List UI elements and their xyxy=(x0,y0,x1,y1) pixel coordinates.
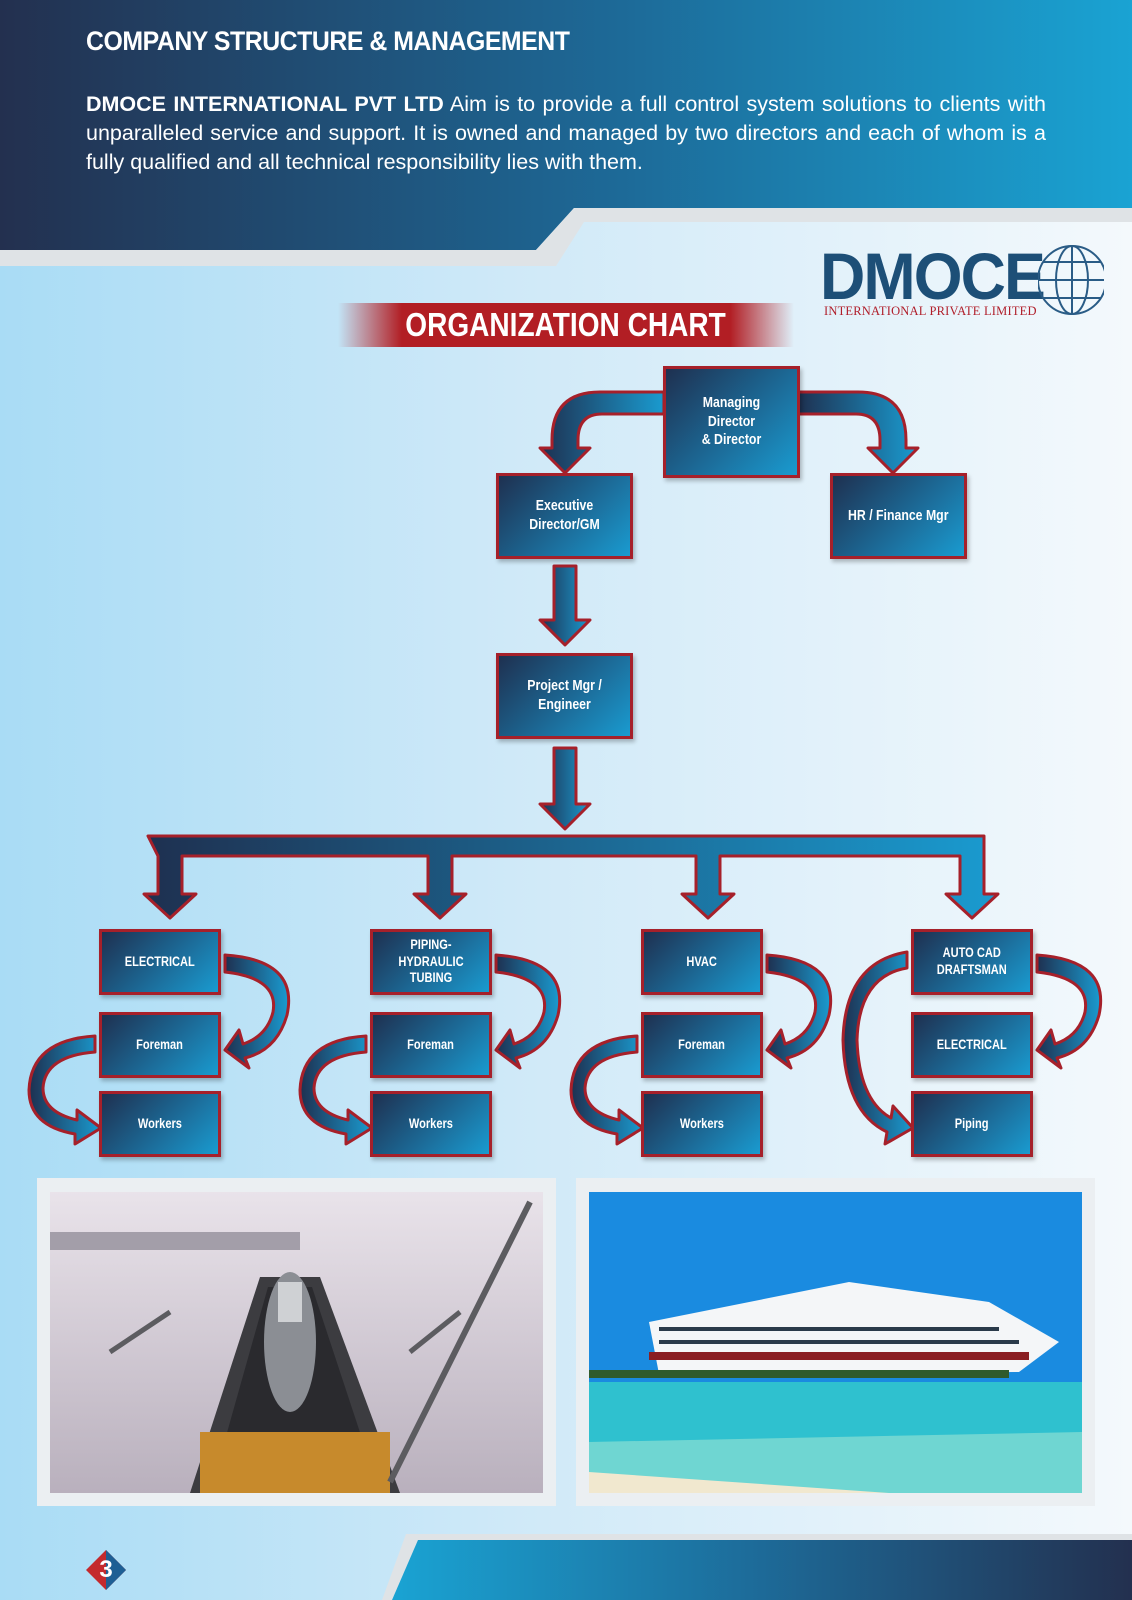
box-col3-bottom: Workers xyxy=(641,1091,763,1157)
box-col4-mid: ELECTRICAL xyxy=(911,1012,1033,1078)
diamond-icon xyxy=(86,1550,126,1590)
box-col2-bottom: Workers xyxy=(370,1091,492,1157)
dry-dock-photo xyxy=(50,1192,543,1493)
company-logo: DMOCE INTERNATIONAL PRIVATE LIMITED xyxy=(820,239,1106,324)
cruise-ship-photo xyxy=(589,1192,1082,1493)
globe-icon xyxy=(1038,245,1104,315)
header-background xyxy=(0,0,1132,266)
box-hr-finance: HR / Finance Mgr xyxy=(830,473,967,559)
box-col1-head: ELECTRICAL xyxy=(99,929,221,995)
curl-right-col1 xyxy=(223,953,291,1070)
box-executive-director: Executive Director/GM xyxy=(496,473,633,559)
logo-subtitle: INTERNATIONAL PRIVATE LIMITED xyxy=(824,304,1037,318)
arrow-exec-to-project xyxy=(538,564,592,647)
curl-left-col4 xyxy=(841,950,915,1146)
org-chart-title-banner: ORGANIZATION CHART xyxy=(338,303,794,347)
curl-left-col3 xyxy=(569,1034,645,1146)
org-chart-connectors xyxy=(27,390,1103,1146)
box-col2-head: PIPING-HYDRAULIC TUBING xyxy=(370,929,492,995)
curl-right-col4 xyxy=(1035,953,1103,1070)
arrow-md-to-exec xyxy=(538,390,666,475)
page-number-badge: 3 xyxy=(86,1550,126,1590)
box-managing-director: Managing Director & Director xyxy=(663,366,800,478)
page-header: COMPANY STRUCTURE & MANAGEMENT DMOCE INT… xyxy=(0,0,1132,270)
arrow-bus xyxy=(142,834,1000,920)
org-chart-title: ORGANIZATION CHART xyxy=(405,306,727,343)
page-title: COMPANY STRUCTURE & MANAGEMENT xyxy=(86,26,570,56)
page-number: 3 xyxy=(99,1556,113,1583)
page-footer xyxy=(382,1534,1132,1600)
dry-dock-image xyxy=(50,1192,543,1493)
box-col1-bottom: Workers xyxy=(99,1091,221,1157)
curl-left-col2 xyxy=(298,1034,374,1146)
arrow-md-to-hr xyxy=(796,390,920,475)
curl-right-col3 xyxy=(765,953,833,1070)
box-project-manager: Project Mgr / Engineer xyxy=(496,653,633,739)
box-col4-head: AUTO CAD DRAFTSMAN xyxy=(911,929,1033,995)
cruise-ship-image xyxy=(589,1192,1082,1493)
box-col1-mid: Foreman xyxy=(99,1012,221,1078)
curl-right-col2 xyxy=(494,953,562,1070)
company-name: DMOCE INTERNATIONAL PVT LTD xyxy=(86,92,444,116)
company-description: DMOCE INTERNATIONAL PVT LTD Aim is to pr… xyxy=(86,90,1046,177)
logo-wordmark: DMOCE xyxy=(820,239,1046,313)
box-col4-bottom: Piping xyxy=(911,1091,1033,1157)
arrow-project-to-bus xyxy=(538,746,592,831)
box-col2-mid: Foreman xyxy=(370,1012,492,1078)
description-text: Aim is to provide a full control system … xyxy=(86,92,1046,174)
box-col3-mid: Foreman xyxy=(641,1012,763,1078)
curl-left-col1 xyxy=(27,1034,103,1146)
box-col3-head: HVAC xyxy=(641,929,763,995)
